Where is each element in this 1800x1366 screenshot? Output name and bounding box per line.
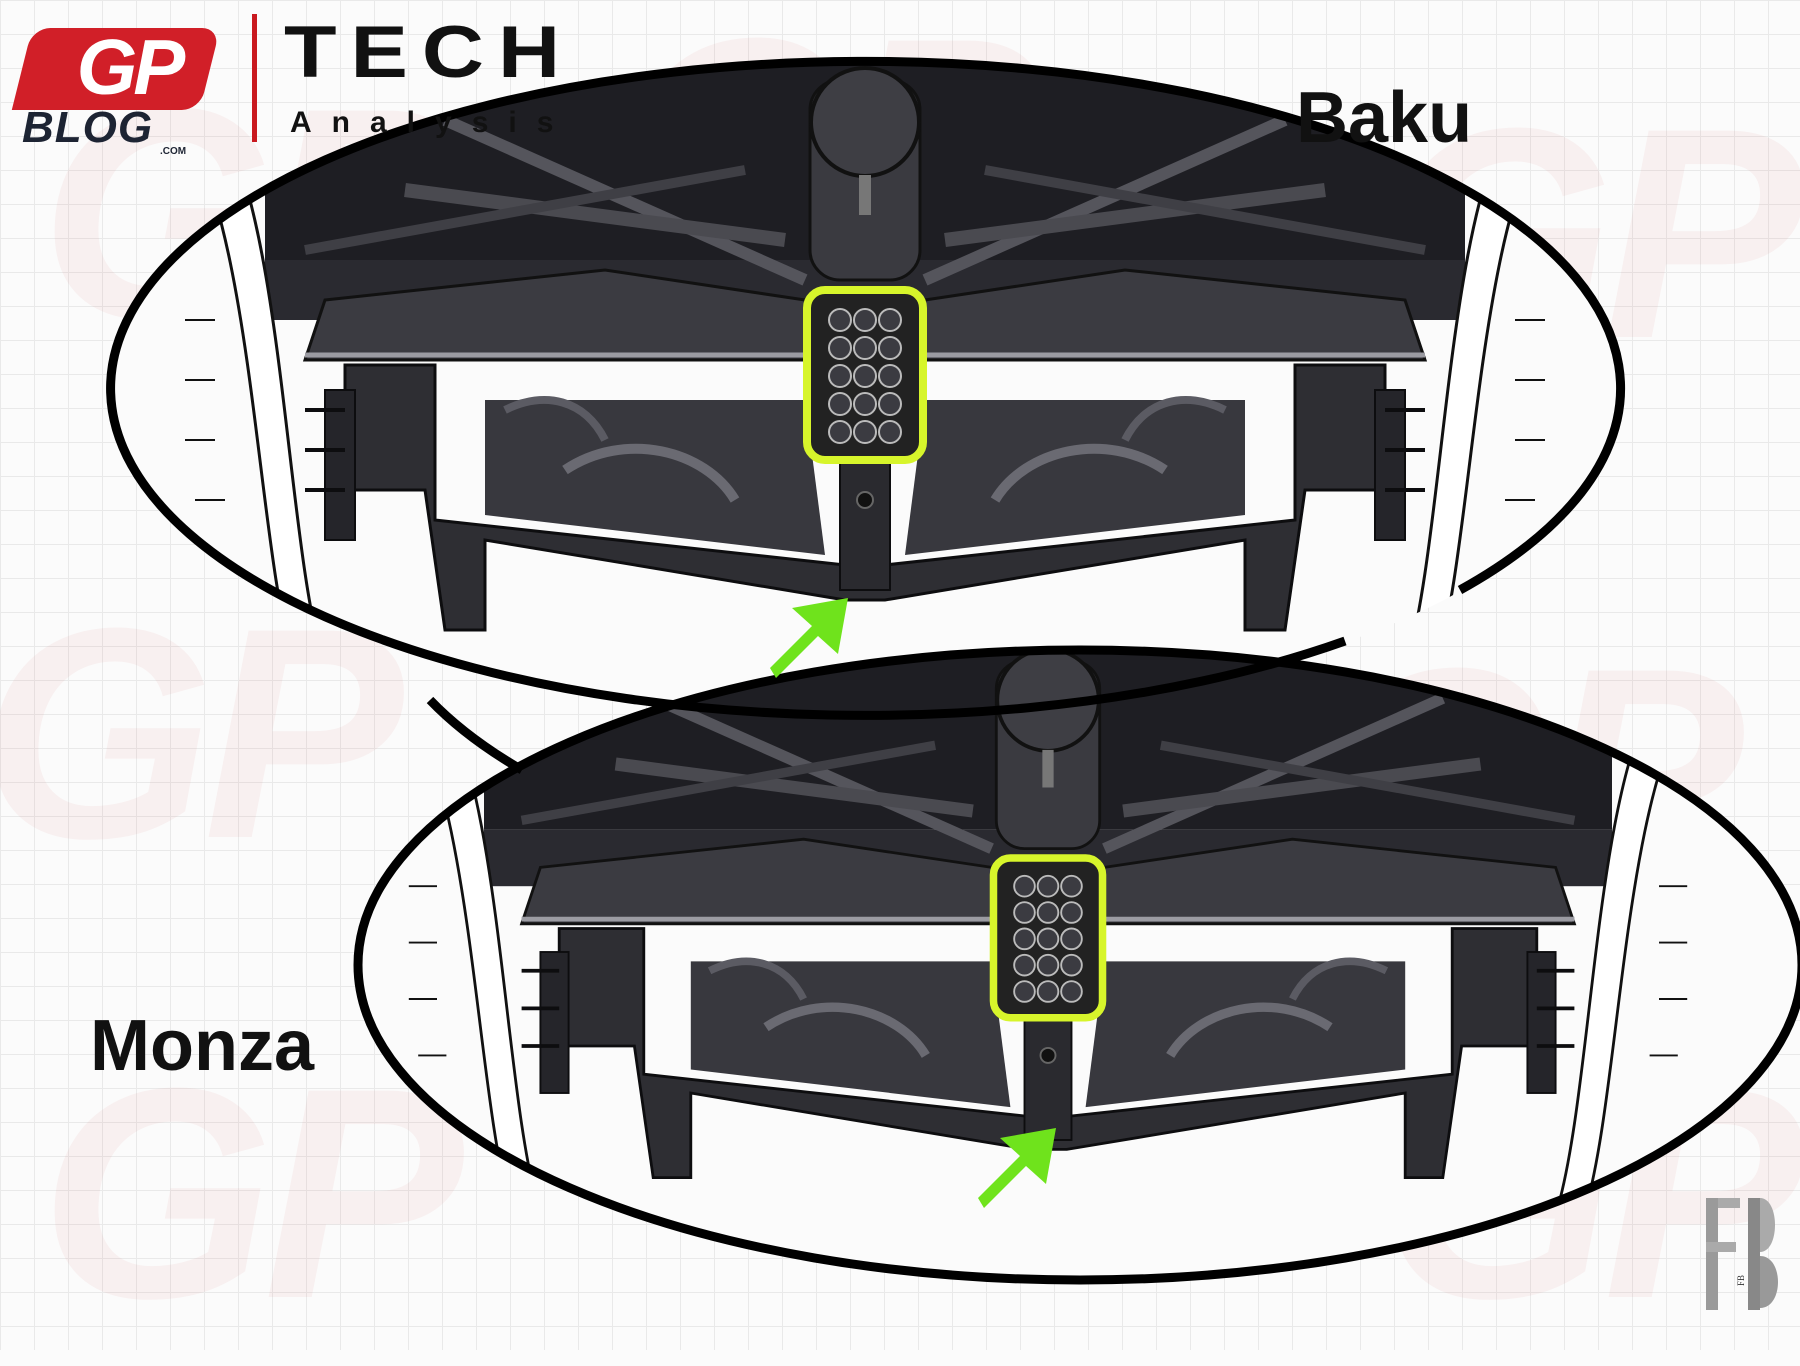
- logo-tech-text: TECH: [284, 11, 575, 94]
- arrow-icon: [978, 1128, 1056, 1208]
- logo-gp-text: GP: [76, 23, 186, 111]
- monza-diffuser-drawing: [353, 645, 1800, 1285]
- baku-label: Baku: [1296, 78, 1473, 158]
- baku-diffuser-drawing: [110, 63, 1620, 717]
- watermark-logo: GP: [40, 1025, 463, 1361]
- logo-blog-text: BLOG: [22, 103, 154, 152]
- fb-watermark-logo: FB: [1706, 1198, 1778, 1310]
- fb-watermark-text: FB: [1736, 1275, 1746, 1286]
- logo-divider: [252, 14, 257, 142]
- logo-analysis-text: Analysis: [290, 106, 574, 139]
- logo-com-text: .COM: [160, 146, 187, 157]
- baku-ellipse-outline: [106, 56, 1626, 720]
- monza-label: Monza: [90, 1006, 314, 1086]
- arrow-icon: [770, 598, 848, 678]
- gp-blog-logo: GP BLOG .COM TECH Analysis: [11, 10, 582, 157]
